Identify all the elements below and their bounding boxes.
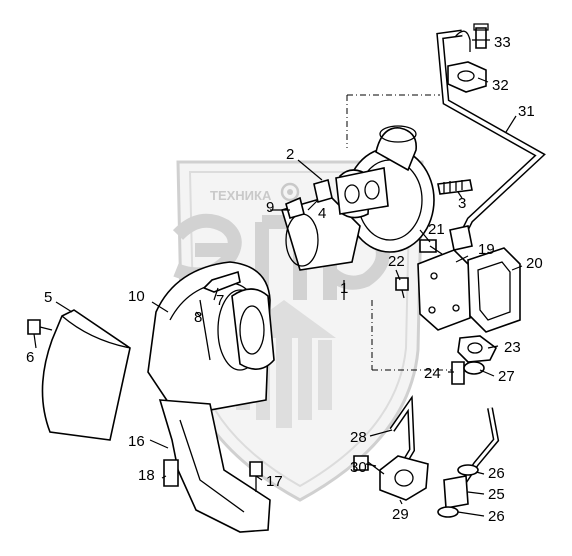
- clamp-26-upper: [457, 464, 479, 476]
- callout-20: 20: [526, 255, 543, 272]
- watermark-gear-icon: [280, 182, 300, 202]
- flange-gasket-8: [231, 288, 275, 370]
- callout-18: 18: [138, 467, 155, 484]
- callout-23: 23: [504, 339, 521, 356]
- clamp-26-lower: [437, 506, 459, 518]
- bolt-24: [451, 361, 465, 385]
- callout-7: 7: [216, 292, 224, 309]
- stud-4: [313, 178, 333, 204]
- callout-29: 29: [392, 506, 409, 523]
- callout-5: 5: [44, 289, 52, 306]
- callout-labels: 1 2 3 4 5 6 7 8 9 10 16 17 18 19 20 21 2…: [26, 34, 543, 525]
- callout-31: 31: [518, 103, 535, 120]
- callout-22: 22: [388, 253, 405, 270]
- callout-21: 21: [428, 221, 445, 238]
- hose-25: [443, 475, 469, 509]
- washer-27: [463, 361, 485, 375]
- callout-32: 32: [492, 77, 509, 94]
- fitting-23: [457, 335, 498, 363]
- stud-3: [437, 179, 473, 195]
- gasket-2: [335, 167, 389, 215]
- callout-27: 27: [498, 368, 515, 385]
- callout-30: 30: [350, 459, 367, 476]
- callout-8: 8: [194, 309, 202, 326]
- callout-9: 9: [266, 199, 274, 216]
- callout-3: 3: [458, 195, 466, 212]
- callout-4: 4: [318, 205, 326, 222]
- bolt-17: [249, 461, 263, 492]
- callout-28: 28: [350, 429, 367, 446]
- watermark-brand: ТЕХНИКА: [210, 188, 272, 203]
- gasket-29: [379, 455, 429, 501]
- banjo-fitting-32: [447, 61, 487, 93]
- bolt-9: [285, 196, 305, 219]
- bracket-16: [158, 399, 271, 533]
- bolt-21: [419, 239, 443, 255]
- callout-2: 2: [286, 146, 294, 163]
- callout-26-lower: 26: [488, 508, 505, 525]
- bolt-30: [353, 455, 385, 475]
- callout-10: 10: [128, 288, 145, 305]
- callout-17: 17: [266, 473, 283, 490]
- cover-plate-19: [417, 249, 471, 331]
- callout-1: 1: [340, 280, 348, 297]
- pipe-fitting-lower: [449, 225, 473, 251]
- callout-24: 24: [424, 365, 441, 382]
- oil-feed-pipe: [436, 23, 546, 251]
- heat-shield-5: [41, 309, 131, 441]
- callout-33: 33: [494, 34, 511, 51]
- callout-19: 19: [478, 241, 495, 258]
- callout-26-upper: 26: [488, 465, 505, 482]
- leader-lines: [33, 39, 523, 517]
- bolt-33: [473, 23, 489, 49]
- bolt-7: [202, 270, 241, 293]
- callout-16: 16: [128, 433, 145, 450]
- bolt-22: [395, 277, 409, 299]
- callout-6: 6: [26, 349, 34, 366]
- bolt-18: [163, 459, 179, 487]
- gasket-20: [467, 247, 521, 333]
- bolt-6: [27, 319, 53, 335]
- callout-25: 25: [488, 486, 505, 503]
